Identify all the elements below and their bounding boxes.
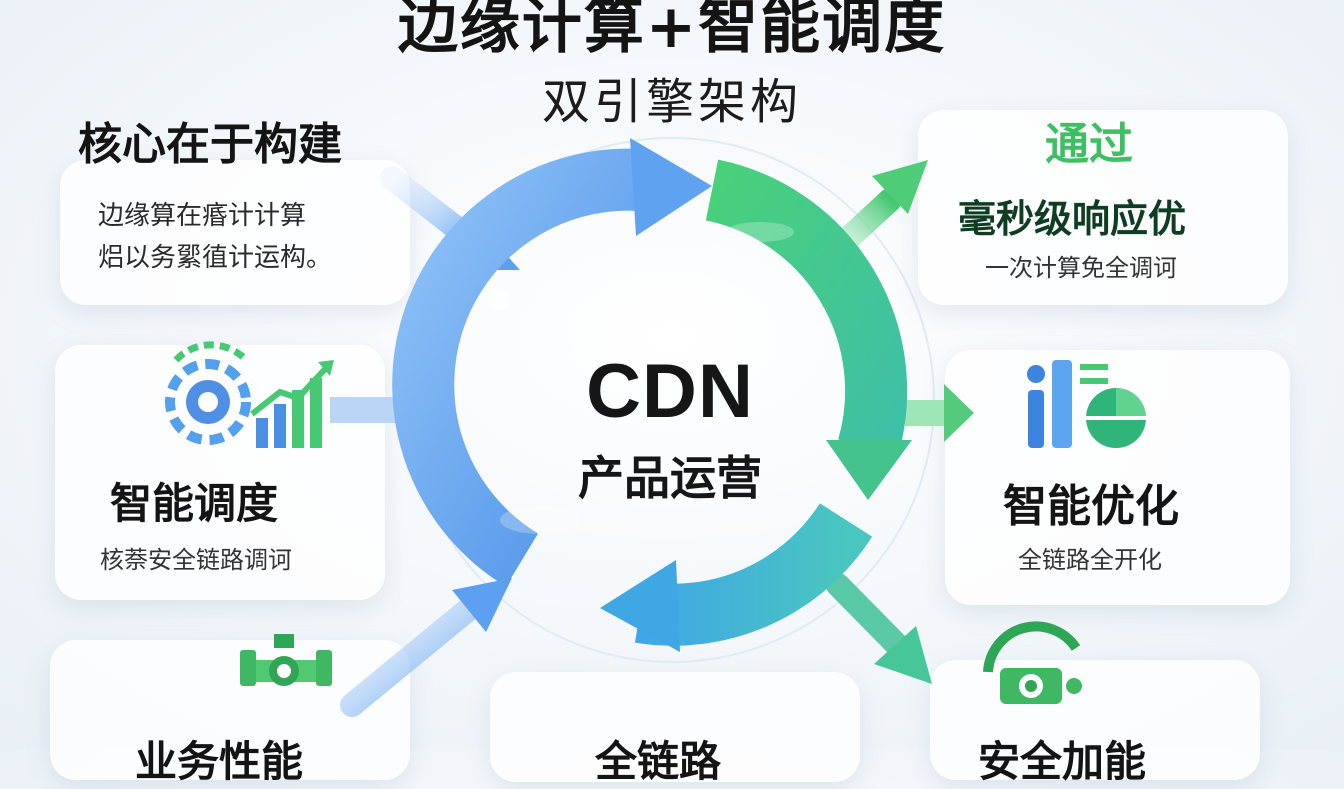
core-description-line-1: 边缘算在痻计计算 (98, 201, 307, 231)
smart-scheduling-heading: 智能调度 (110, 479, 279, 528)
card-millisecond-response (918, 110, 1288, 305)
via-heading: 通过 (1045, 119, 1133, 170)
pipe-valve-icon (240, 634, 332, 686)
center-title: CDN (586, 349, 754, 434)
core-description-line-2: 焒以务綤徝计运构。 (98, 243, 333, 273)
core-description: 边缘算在痻计计算 焒以务綤徝计运构。 (98, 195, 398, 279)
core-heading: 核心在于构建 (78, 119, 342, 170)
arrow-out-bottom-right (826, 573, 932, 684)
smart-optimization-description: 全链路全开化 (1018, 546, 1162, 574)
cycle-arrowhead-teal (600, 560, 680, 652)
cycle-diagram (165, 138, 1146, 717)
millisecond-response-subheading: 毫秒级响应优 (958, 197, 1187, 241)
arrow-in-bottom-left (340, 578, 512, 717)
card-core (60, 160, 410, 305)
page-subtitle: 双引擎架构 (541, 74, 802, 130)
smart-optimization-heading: 智能优化 (1003, 481, 1179, 532)
security-device-icon (983, 621, 1082, 704)
millisecond-response-description: 一次计算免全调诃 (985, 254, 1177, 282)
security-heading: 安全加能 (978, 737, 1147, 786)
full-link-heading: 全链路 (595, 737, 722, 786)
cycle-arrowhead-blue (630, 138, 712, 236)
arrow-out-top-right (826, 160, 928, 260)
cycle-segment-blue (392, 148, 642, 587)
analytics-pie-icon (1027, 360, 1146, 448)
business-performance-heading: 业务性能 (135, 737, 304, 786)
gear-growth-chart-icon (165, 341, 334, 448)
smart-scheduling-description: 核萘安全链路调诃 (100, 546, 292, 574)
cycle-segment-green (705, 159, 908, 457)
center-subtitle: 产品运营 (578, 451, 762, 505)
arrow-out-mid-right (905, 384, 974, 442)
page-title: 边缘计算+智能调度 (397, 0, 947, 62)
cycle-arrowhead-green (826, 440, 912, 500)
